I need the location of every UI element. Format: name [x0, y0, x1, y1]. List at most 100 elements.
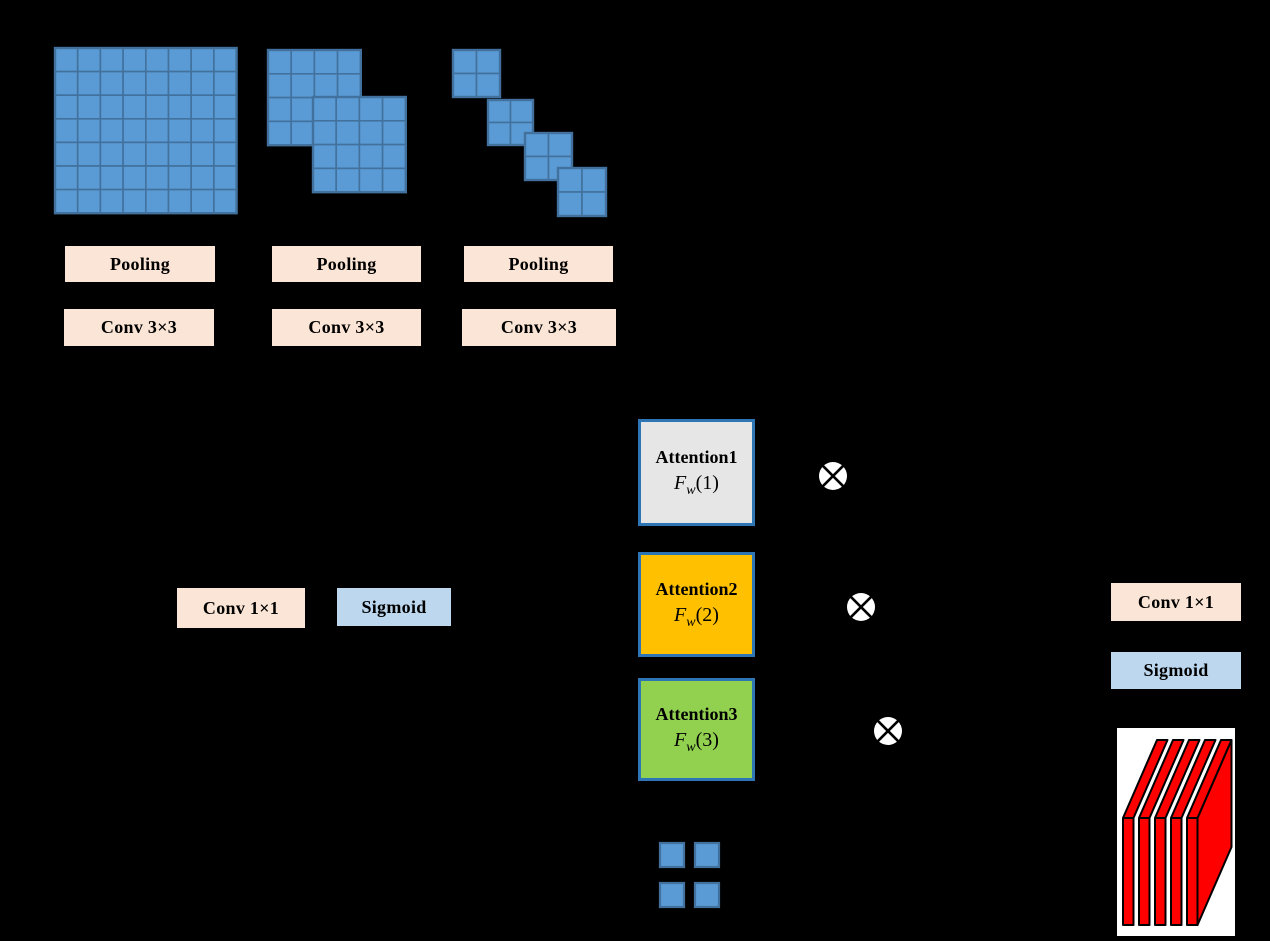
grid-cell	[190, 165, 215, 191]
conv3x3-box-3: Conv 3×3	[462, 309, 616, 346]
grid-cell	[658, 841, 686, 869]
grid-cell	[358, 167, 384, 194]
stacked-feature-maps	[1117, 728, 1235, 936]
feature-grid-8x7	[53, 46, 238, 215]
grid-cell	[99, 70, 124, 97]
grid-cell	[658, 881, 686, 909]
grid-cell	[335, 143, 361, 170]
grid-cell	[547, 132, 573, 158]
grid-cell	[54, 165, 79, 191]
grid-cell	[145, 70, 170, 97]
grid-cell	[335, 119, 361, 146]
grid-cell	[693, 881, 721, 909]
grid-cell	[381, 96, 407, 122]
grid-cell	[167, 141, 193, 167]
attention3-block: Attention3 Fw(3)	[638, 678, 755, 781]
grid-cell	[557, 167, 583, 193]
attention1-block: Attention1 Fw(1)	[638, 419, 755, 526]
grid-cell	[122, 70, 147, 97]
grid-cell	[358, 143, 384, 170]
grid-cell	[167, 47, 193, 73]
grid-cell	[213, 94, 238, 120]
sigmoid-box-right: Sigmoid	[1111, 652, 1241, 689]
grid-cell	[54, 188, 79, 215]
feature-grid-4x4-b	[311, 95, 408, 194]
grid-cell	[190, 118, 215, 144]
grid-cell	[76, 188, 102, 215]
grid-cell	[145, 141, 170, 167]
conv1x1-box-left: Conv 1×1	[177, 588, 305, 628]
grid-cell	[557, 191, 583, 217]
grid-cell	[358, 119, 384, 146]
grid-cell	[167, 188, 193, 215]
grid-cell	[312, 167, 338, 194]
grid-cell	[54, 94, 79, 120]
attention1-formula: Fw(1)	[674, 471, 719, 498]
grid-cell	[452, 49, 478, 75]
grid-cell	[122, 141, 147, 167]
grid-cell	[167, 118, 193, 144]
grid-cell	[54, 118, 79, 144]
grid-cell	[267, 49, 293, 75]
grid-cell	[267, 72, 293, 99]
grid-cell	[99, 165, 124, 191]
pooling-box-3: Pooling	[464, 246, 613, 282]
grid-cell	[487, 121, 512, 146]
grid-cell	[487, 99, 512, 124]
multiply-icon	[874, 717, 902, 745]
grid-cell	[76, 94, 102, 120]
grid-cell	[145, 47, 170, 73]
multiply-icon	[819, 462, 847, 490]
grid-cell	[524, 155, 550, 181]
grid-cell	[312, 119, 338, 146]
grid-cell	[190, 94, 215, 120]
grid-cell	[122, 118, 147, 144]
attention2-title: Attention2	[655, 578, 738, 599]
sigmoid-box-left: Sigmoid	[337, 588, 451, 626]
grid-cell	[76, 47, 102, 73]
grid-cell	[312, 143, 338, 170]
grid-cell	[190, 188, 215, 215]
grid-cell	[509, 99, 534, 124]
grid-cell	[213, 165, 238, 191]
grid-cell	[381, 167, 407, 194]
grid-cell	[336, 49, 362, 75]
attention3-title: Attention3	[655, 703, 738, 724]
grid-cell	[122, 188, 147, 215]
attention3-formula: Fw(3)	[674, 728, 719, 755]
output-cells-2x2	[658, 841, 721, 909]
grid-cell	[167, 165, 193, 191]
attention2-formula: Fw(2)	[674, 603, 719, 630]
grid-cell	[145, 94, 170, 120]
grid-outline	[311, 95, 408, 194]
grid-cell	[290, 49, 316, 75]
grid-cell	[313, 49, 339, 75]
grid-cell	[267, 96, 293, 123]
grid-cell	[99, 47, 124, 73]
grid-cell	[381, 119, 407, 146]
attention1-title: Attention1	[655, 446, 738, 467]
grid-outline	[523, 131, 574, 182]
grid-cell	[475, 49, 501, 75]
grid-cell	[122, 94, 147, 120]
grid-cell	[54, 141, 79, 167]
grid-cell	[145, 118, 170, 144]
grid-cell	[267, 120, 293, 147]
grid-cell	[99, 94, 124, 120]
feature-grid-2x2-b	[486, 98, 535, 147]
grid-cell	[213, 70, 238, 97]
attention2-block: Attention2 Fw(2)	[638, 552, 755, 657]
grid-cell	[145, 165, 170, 191]
grid-cell	[76, 70, 102, 97]
grid-cell	[122, 47, 147, 73]
grid-cell	[312, 96, 338, 122]
grid-cell	[581, 167, 607, 193]
grid-cell	[335, 96, 361, 122]
grid-cell	[213, 188, 238, 215]
grid-cell	[358, 96, 384, 122]
conv3x3-box-2: Conv 3×3	[272, 309, 421, 346]
grid-cell	[167, 94, 193, 120]
grid-cell	[213, 141, 238, 167]
grid-cell	[76, 118, 102, 144]
pooling-box-1: Pooling	[65, 246, 215, 282]
